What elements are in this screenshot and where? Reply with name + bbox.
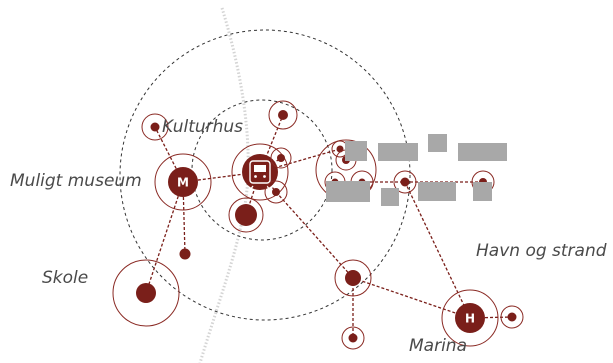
station-outer-ring [231,143,289,201]
station-east-ring [270,147,292,169]
label-kulturhus: Kulturhus [162,117,243,137]
museum-node[interactable] [168,167,198,197]
east-junction-ring [393,170,417,194]
skole-node[interactable] [136,283,156,303]
redacted-blocks [326,134,507,206]
south-junction-ring [334,259,372,297]
harbour-badge: H [465,312,475,326]
station-south-ring [228,197,264,233]
station-south-node[interactable] [235,204,257,226]
north-node[interactable] [278,110,288,120]
north-node-ring [268,100,298,130]
kulturhus-ring [141,113,169,141]
harbour-east-ring [500,305,524,329]
label-skole: Skole [42,268,88,288]
station-east-node[interactable] [277,154,285,162]
skole-ring [112,259,180,327]
harbour-node[interactable] [455,303,485,333]
label-mulig-museum: Muligt museum [10,171,142,191]
south-node[interactable] [348,333,358,343]
south-junction-node[interactable] [345,270,361,286]
station-southeast-ring [264,180,288,204]
label-havn-og-strand: Havn og strand [476,241,607,261]
kulturhus-node[interactable] [150,122,160,132]
museum-south-node[interactable] [179,248,191,260]
east-junction-node[interactable] [400,177,410,187]
label-marina: Marina [409,336,467,356]
railway-line [198,7,250,363]
inner-catchment-circle [191,99,333,241]
museum-ring [154,153,212,211]
outer-catchment-circle [119,29,411,321]
station-southeast-node[interactable] [272,188,280,196]
train-icon [249,160,271,191]
museum-badge: M [177,176,189,190]
harbour-east-node[interactable] [507,312,517,322]
south-node-ring [341,326,365,350]
harbour-ring [441,289,499,347]
